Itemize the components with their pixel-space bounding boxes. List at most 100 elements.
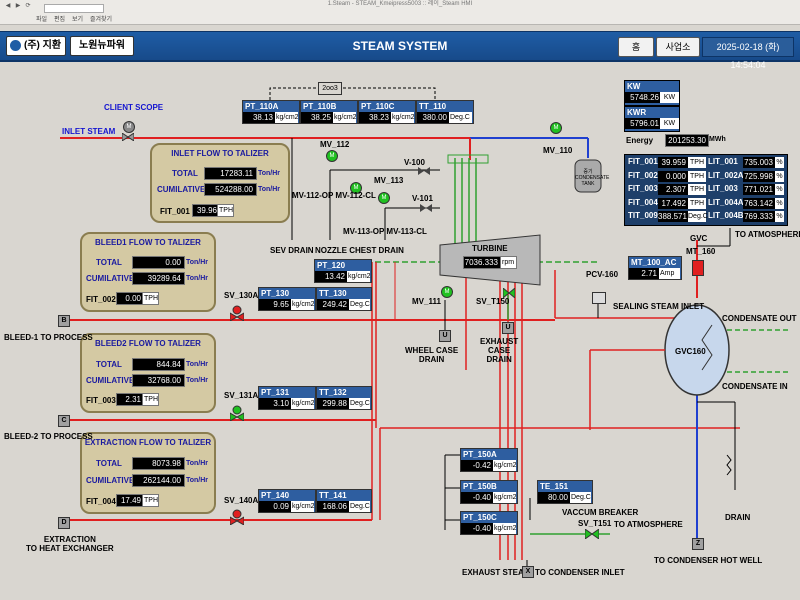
condensate-out-label: CONDENSATE OUT	[722, 314, 797, 323]
sv-140a-valve-icon[interactable]	[229, 509, 245, 526]
table-tag-unit: TPH	[688, 184, 706, 195]
bleed1-cum-value: 39289.64	[132, 272, 185, 285]
mv-112-valve-icon[interactable]: M	[326, 150, 338, 162]
datetime-display: 2025-02-18 (화) 14:54:04	[702, 37, 794, 70]
condensate-tank-label: 증기 CONDENSATE TANK	[575, 169, 610, 187]
mv-113-valve-icon[interactable]: M	[350, 182, 362, 194]
vote-2oo3-label: 2oo3	[318, 82, 342, 95]
table-tag-value: 735.003	[743, 157, 775, 168]
sv-t150-label: SV_T150	[476, 297, 510, 306]
mv-113b-valve-icon[interactable]: M	[378, 192, 390, 204]
tag-unit: kg/cm2	[493, 523, 517, 534]
gvc-label: GVC	[690, 234, 708, 243]
panel-title: BLEED1 FLOW TO TALIZER	[95, 238, 201, 247]
tag-unit: Deg.C	[349, 398, 370, 409]
z-connector-icon: Z	[692, 538, 704, 550]
inlet-valve-icon[interactable]	[121, 132, 135, 143]
table-tag-unit: %	[775, 197, 784, 209]
client-scope-label: CLIENT SCOPE	[104, 103, 164, 112]
condensate-in-label: CONDENSATE IN	[722, 382, 788, 391]
mt-160-valve-icon[interactable]	[692, 260, 704, 276]
kwr-unit: KW	[660, 118, 679, 129]
v-100-label: V-100	[404, 158, 425, 167]
bleed2-cum-label: CUMILATIVE	[86, 376, 135, 385]
wheel-drain-u-icon: U	[439, 330, 451, 342]
to-atmosphere-label-1: TO ATMOSPHERE	[735, 230, 800, 239]
sv-t151-valve-icon[interactable]	[584, 528, 600, 541]
table-tag-name: TIT_009	[628, 211, 658, 220]
mv-110-valve-icon[interactable]: M	[550, 122, 562, 134]
inlet-cum-unit: Ton/Hr	[258, 186, 281, 193]
mv-111-valve-icon[interactable]: M	[441, 286, 453, 298]
menu-view[interactable]: 보기	[72, 17, 84, 23]
forward-icon[interactable]: ▶	[15, 3, 21, 9]
site-button[interactable]: 사업소	[656, 37, 700, 57]
tag-name: MT_100_AC	[631, 258, 677, 267]
sv-130a-valve-icon[interactable]	[229, 305, 245, 322]
gvc160-label: GVC160	[675, 347, 706, 356]
address-bar[interactable]	[44, 4, 104, 13]
table-tag-unit: Deg.C	[688, 211, 708, 222]
tag-name: PT_140	[261, 491, 290, 500]
table-tag-name: LIT_002A	[708, 170, 744, 180]
v-101-valve-icon[interactable]	[420, 204, 432, 214]
tag-unit: Deg.C	[349, 299, 370, 310]
table-tag-value: 771.021	[743, 184, 775, 195]
table-tag-name: FIT_004	[628, 197, 658, 207]
table-tag-value: 17.492	[658, 197, 688, 209]
tag-unit: kg/cm2	[291, 398, 315, 409]
sev-drain-label: SEV DRAIN	[270, 246, 314, 255]
tag-value: 38.13	[243, 112, 275, 123]
menu-file[interactable]: 파일	[36, 17, 48, 23]
menu-favorites[interactable]: 즐겨찾기	[90, 17, 113, 23]
tag-value: 0.09	[259, 501, 291, 512]
tag-name: PT_131	[261, 388, 290, 397]
tag-name: TT_132	[319, 388, 347, 397]
page-title: STEAM SYSTEM	[352, 39, 448, 53]
client-scope-valve-icon[interactable]: M	[123, 121, 135, 133]
sv-131a-valve-icon[interactable]	[229, 405, 245, 422]
to-hotwell-label: TO CONDENSER HOT WELL	[654, 556, 763, 565]
panel-title: EXTRACTION FLOW TO TALIZER	[84, 438, 212, 447]
energy-unit: MWh	[709, 136, 726, 143]
tag-value: 168.06	[317, 501, 349, 512]
mv-113-label: MV_113	[374, 176, 404, 185]
extraction-flow-panel: EXTRACTION FLOW TO TALIZER	[80, 432, 216, 514]
extraction-total-value: 8073.98	[132, 457, 185, 470]
v-100-valve-icon[interactable]	[418, 167, 430, 177]
extraction-total-label: TOTAL	[96, 459, 122, 468]
sv-140a-label: SV_140A	[224, 496, 259, 505]
sealing-steam-icon[interactable]	[592, 292, 606, 304]
tag-value: 80.00	[538, 492, 570, 503]
turbine-rpm-value: 7036.333	[463, 256, 501, 269]
tag-unit: kg/cm2	[391, 112, 415, 123]
extraction-total-unit: Ton/Hr	[186, 460, 209, 467]
sv-t150-valve-icon[interactable]	[502, 286, 516, 300]
window-title: 1.Steam - STEAM_Kmeipress5003 :: 레이_Stea…	[327, 1, 473, 7]
bleed2-total-label: TOTAL	[96, 360, 122, 369]
home-button[interactable]: 홈	[618, 37, 654, 57]
kwr-name: KWR	[627, 108, 647, 117]
refresh-icon[interactable]: ⟳	[25, 3, 31, 9]
back-icon[interactable]: ◀	[5, 3, 11, 9]
menu-edit[interactable]: 편집	[54, 17, 66, 23]
fit-002-value: 0.00	[116, 292, 145, 305]
